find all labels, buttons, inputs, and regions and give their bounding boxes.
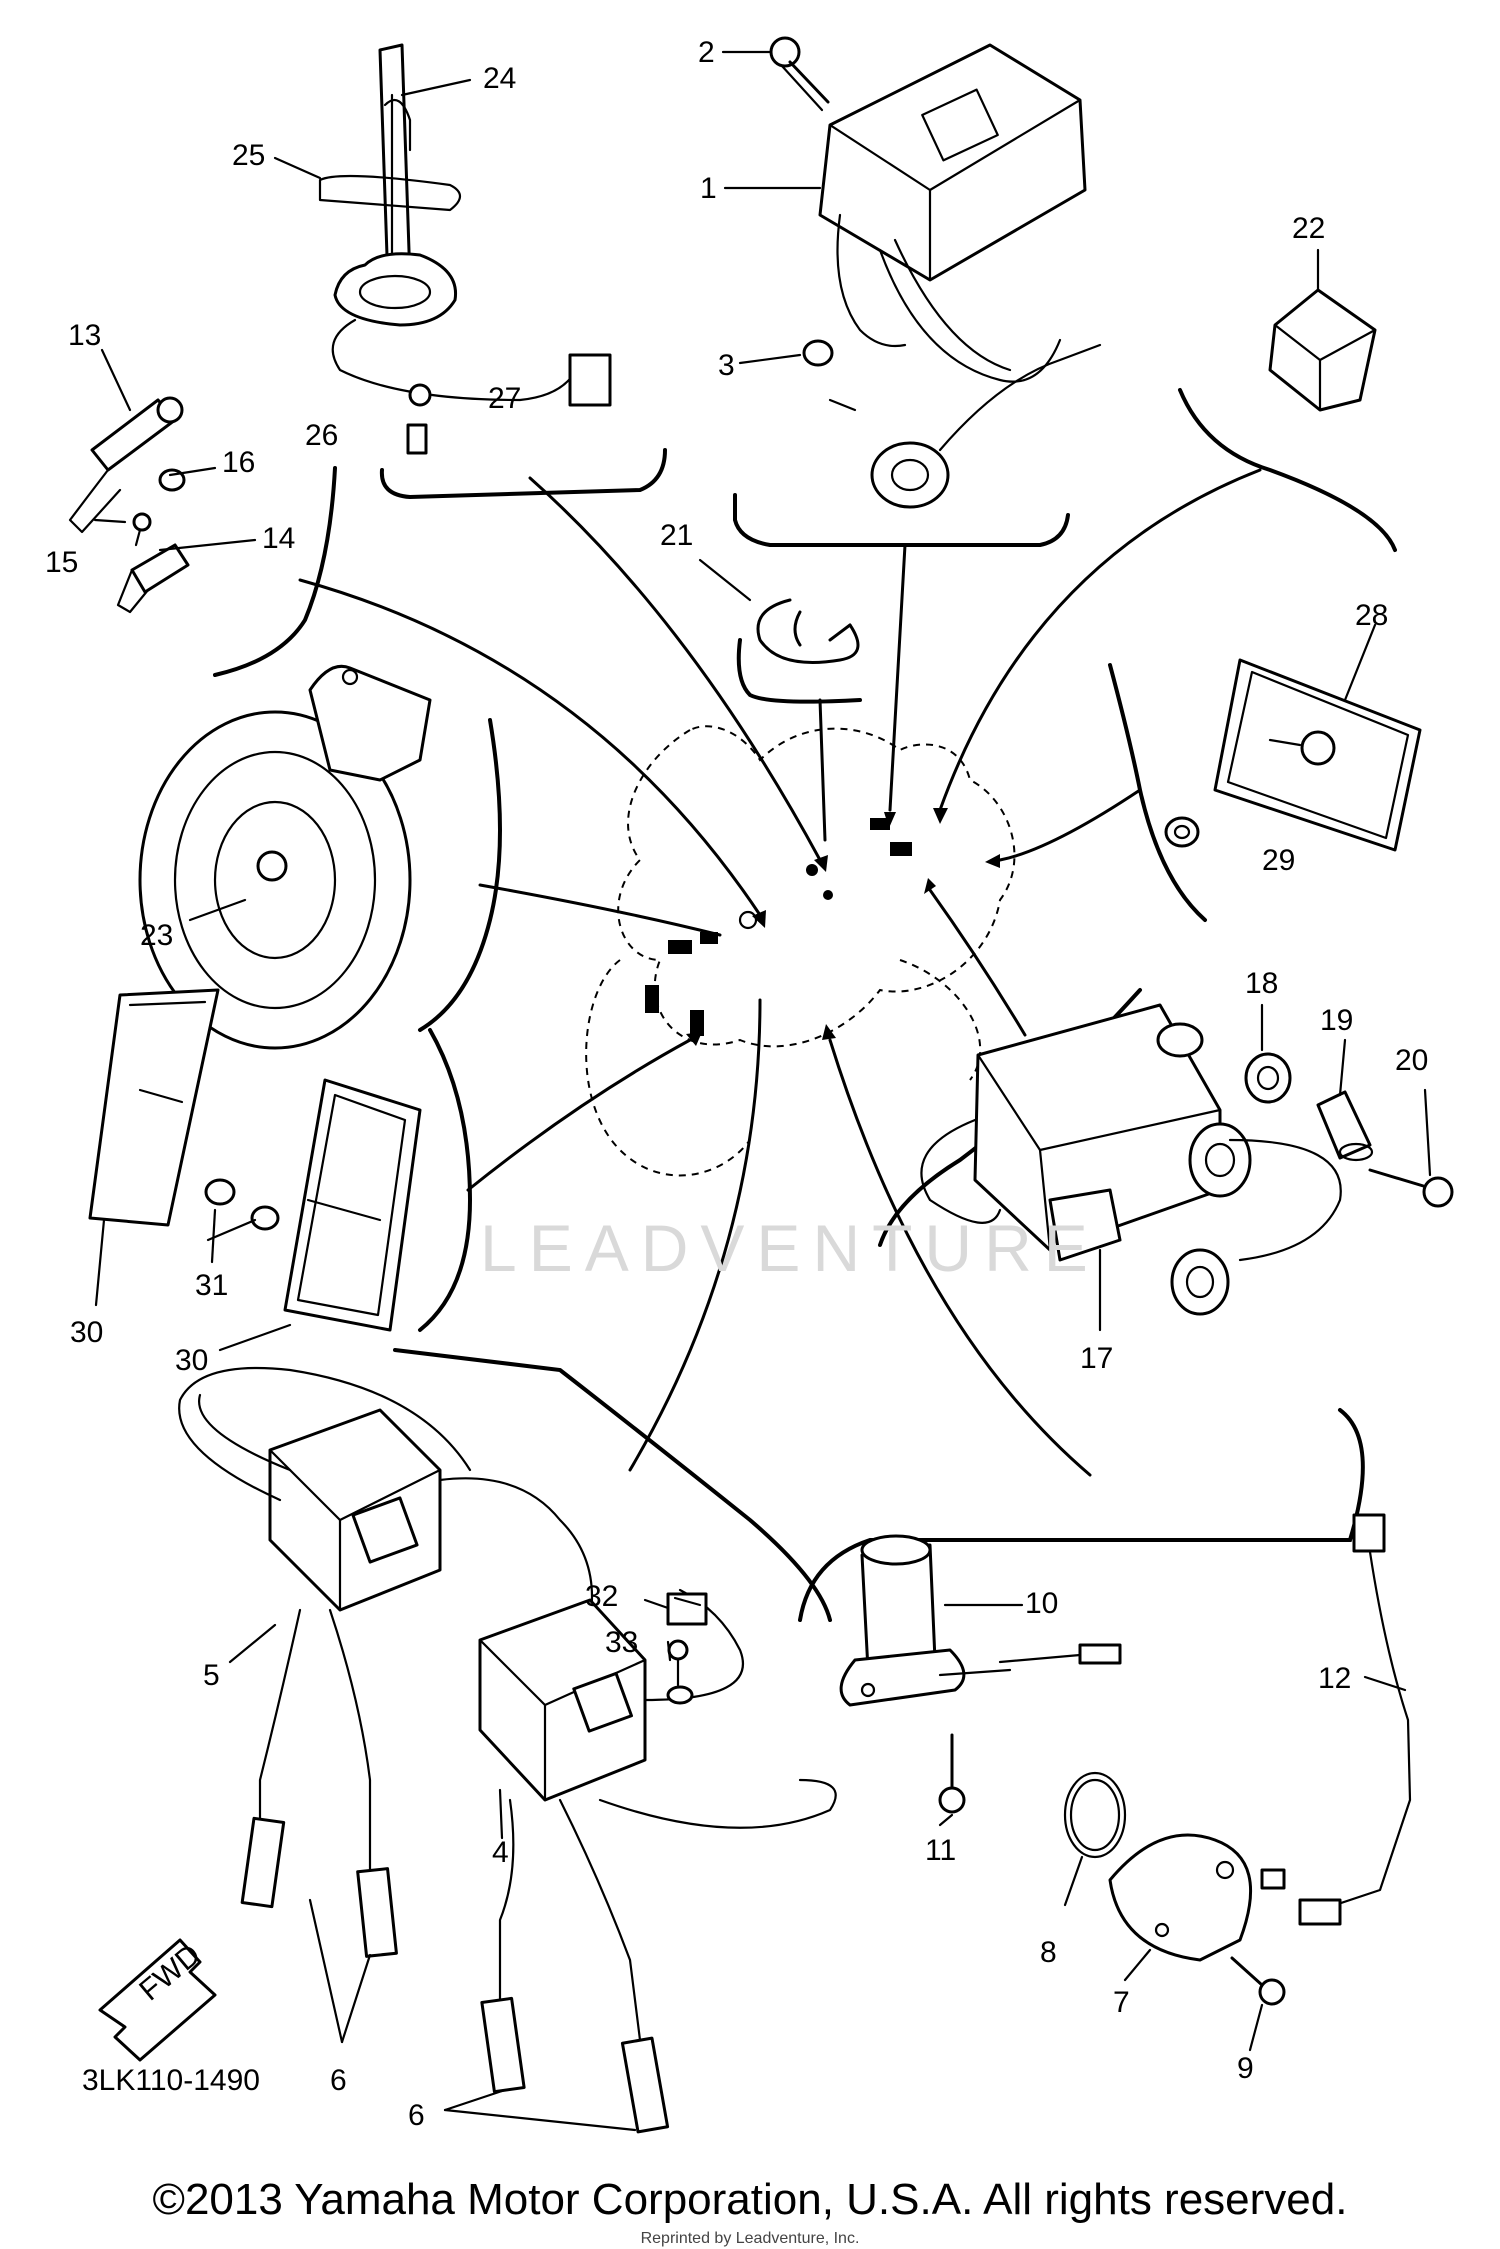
callout-19: 19 xyxy=(1320,1004,1353,1037)
bolt-11 xyxy=(938,1733,966,1814)
tail-lamp-28 xyxy=(1213,658,1422,852)
starter-relay-17 xyxy=(920,1003,1342,1316)
reprint-notice: Reprinted by Leadventure, Inc. xyxy=(640,2230,860,2247)
screw-15 xyxy=(132,512,152,547)
callout-24: 24 xyxy=(483,62,516,95)
callout-33: 33 xyxy=(605,1626,638,1659)
reflector-30b xyxy=(283,1078,422,1332)
fuel-sender xyxy=(318,43,612,455)
washer-16 xyxy=(158,468,186,492)
callout-4: 4 xyxy=(492,1836,509,1869)
callout-12: 12 xyxy=(1318,1662,1351,1695)
nut-31 xyxy=(204,1178,280,1231)
reflector-30a xyxy=(88,988,220,1227)
callout-21: 21 xyxy=(660,519,693,552)
sensor-10 xyxy=(839,1534,1122,1707)
callout-5: 5 xyxy=(203,1659,220,1692)
callout-8: 8 xyxy=(1040,1936,1057,1969)
callout-27: 27 xyxy=(488,382,521,415)
fwd-arrow: FWD xyxy=(98,1938,217,2062)
callout-32: 32 xyxy=(585,1580,618,1613)
frame-outline xyxy=(585,725,1016,1177)
grommet-18 xyxy=(1244,1052,1292,1104)
callout-6a: 6 xyxy=(330,2064,347,2097)
callout-3: 3 xyxy=(718,349,735,382)
callout-13: 13 xyxy=(68,319,101,352)
callout-17: 17 xyxy=(1080,1342,1113,1375)
callout-2: 2 xyxy=(698,36,715,69)
callout-1: 1 xyxy=(700,172,717,205)
callout-numbers: 1 2 3 4 5 6 6 6 7 8 9 10 11 12 13 14 15 … xyxy=(45,36,1428,2132)
bolt-9 xyxy=(1230,1956,1286,2006)
bolt-20 xyxy=(1368,1168,1454,1208)
callout-30b: 30 xyxy=(175,1344,208,1377)
callout-18: 18 xyxy=(1245,967,1278,1000)
cdi-unit xyxy=(818,43,1102,509)
callout-16: 16 xyxy=(222,446,255,479)
callout-23: 23 xyxy=(140,919,173,952)
connector-32 xyxy=(643,1592,708,1626)
callout-20: 20 xyxy=(1395,1044,1428,1077)
callout-15: 15 xyxy=(45,546,78,579)
callout-28: 28 xyxy=(1355,599,1388,632)
callout-6b: 6 xyxy=(408,2099,425,2132)
callout-29: 29 xyxy=(1262,844,1295,877)
switch-13 xyxy=(68,396,184,534)
callout-31: 31 xyxy=(195,1269,228,1302)
diagram-code: 3LK110-1490 xyxy=(82,2064,260,2097)
ignition-coil-5 xyxy=(178,1366,594,1622)
callout-26: 26 xyxy=(305,419,338,452)
watermark: LEADVENTURE xyxy=(480,1211,1100,1285)
plug-caps-6 xyxy=(240,1608,670,2134)
collar-19 xyxy=(1316,1090,1374,1162)
callout-9: 9 xyxy=(1237,2052,1254,2085)
callout-22: 22 xyxy=(1292,212,1325,245)
copyright-notice: ©2013 Yamaha Motor Corporation, U.S.A. A… xyxy=(152,2175,1348,2224)
callout-30a: 30 xyxy=(70,1316,103,1349)
callout-10: 10 xyxy=(1025,1587,1058,1620)
switch-14 xyxy=(116,543,190,614)
callout-14: 14 xyxy=(262,522,295,555)
screw-33 xyxy=(666,1639,694,1705)
callout-7: 7 xyxy=(1113,1986,1130,2019)
callout-11: 11 xyxy=(925,1834,956,1867)
ignition-coil-4 xyxy=(478,1588,837,1829)
nut-29 xyxy=(1164,816,1200,848)
group-brackets xyxy=(213,388,1397,1622)
lead-12 xyxy=(1260,1513,1412,1926)
gasket-8 xyxy=(1063,1771,1127,1859)
callout-25: 25 xyxy=(232,139,265,172)
grommet-3 xyxy=(802,339,857,412)
clamp-21 xyxy=(756,598,860,664)
cover-7 xyxy=(1108,1833,1253,1962)
relay-22 xyxy=(1268,288,1377,412)
screw-2 xyxy=(769,36,830,112)
horn-23 xyxy=(138,664,432,1050)
callout-leaders xyxy=(93,50,1432,2132)
